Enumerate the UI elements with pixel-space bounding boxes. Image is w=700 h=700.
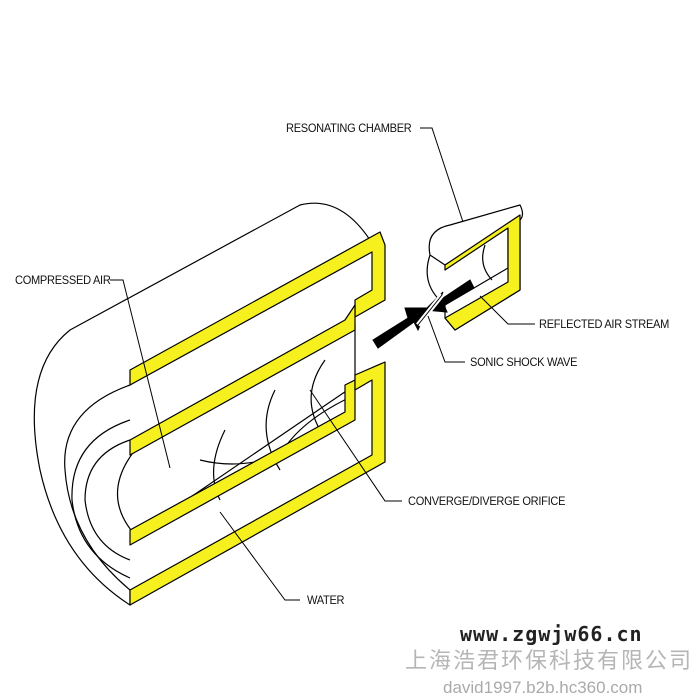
watermark-site: david1997.b2b.hc360.com: [443, 678, 643, 697]
resonator-inner-curve: [482, 244, 493, 281]
label-sonic-shock-wave: SONIC SHOCK WAVE: [470, 355, 578, 369]
shock-wave-outline: [417, 294, 443, 326]
label-converge-diverge-orifice: CONVERGE/DIVERGE ORIFICE: [408, 494, 566, 508]
watermark-company: 上海浩君环保科技有限公司: [405, 648, 694, 673]
air-arrows: [372, 279, 475, 349]
leader-resonating: [420, 127, 464, 223]
leader-water: [219, 511, 300, 601]
inner-bottom-section: [129, 379, 356, 546]
leader-orifice: [309, 389, 402, 502]
compressed-air-arrow: [372, 307, 429, 349]
inner-top-section: [129, 304, 356, 456]
label-compressed-air: COMPRESSED AIR: [15, 273, 111, 287]
leader-shock: [427, 315, 465, 363]
leader-compressed: [110, 279, 171, 469]
outer-bottom-section: [129, 361, 386, 606]
label-water: WATER: [307, 593, 345, 607]
inner-bore: [117, 324, 356, 536]
label-resonating-chamber: RESONATING CHAMBER: [286, 121, 412, 135]
resonator-section: [444, 214, 521, 331]
label-reflected-air-stream: REFLECTED AIR STREAM: [539, 317, 670, 331]
leader-reflected: [479, 295, 535, 325]
outer-shell: [33, 202, 371, 606]
orifice-ring-2: [310, 359, 326, 431]
watermark-url: www.zgwjw66.cn: [460, 622, 643, 646]
shell-groove-2: [71, 419, 131, 579]
shell-groove: [84, 439, 131, 561]
